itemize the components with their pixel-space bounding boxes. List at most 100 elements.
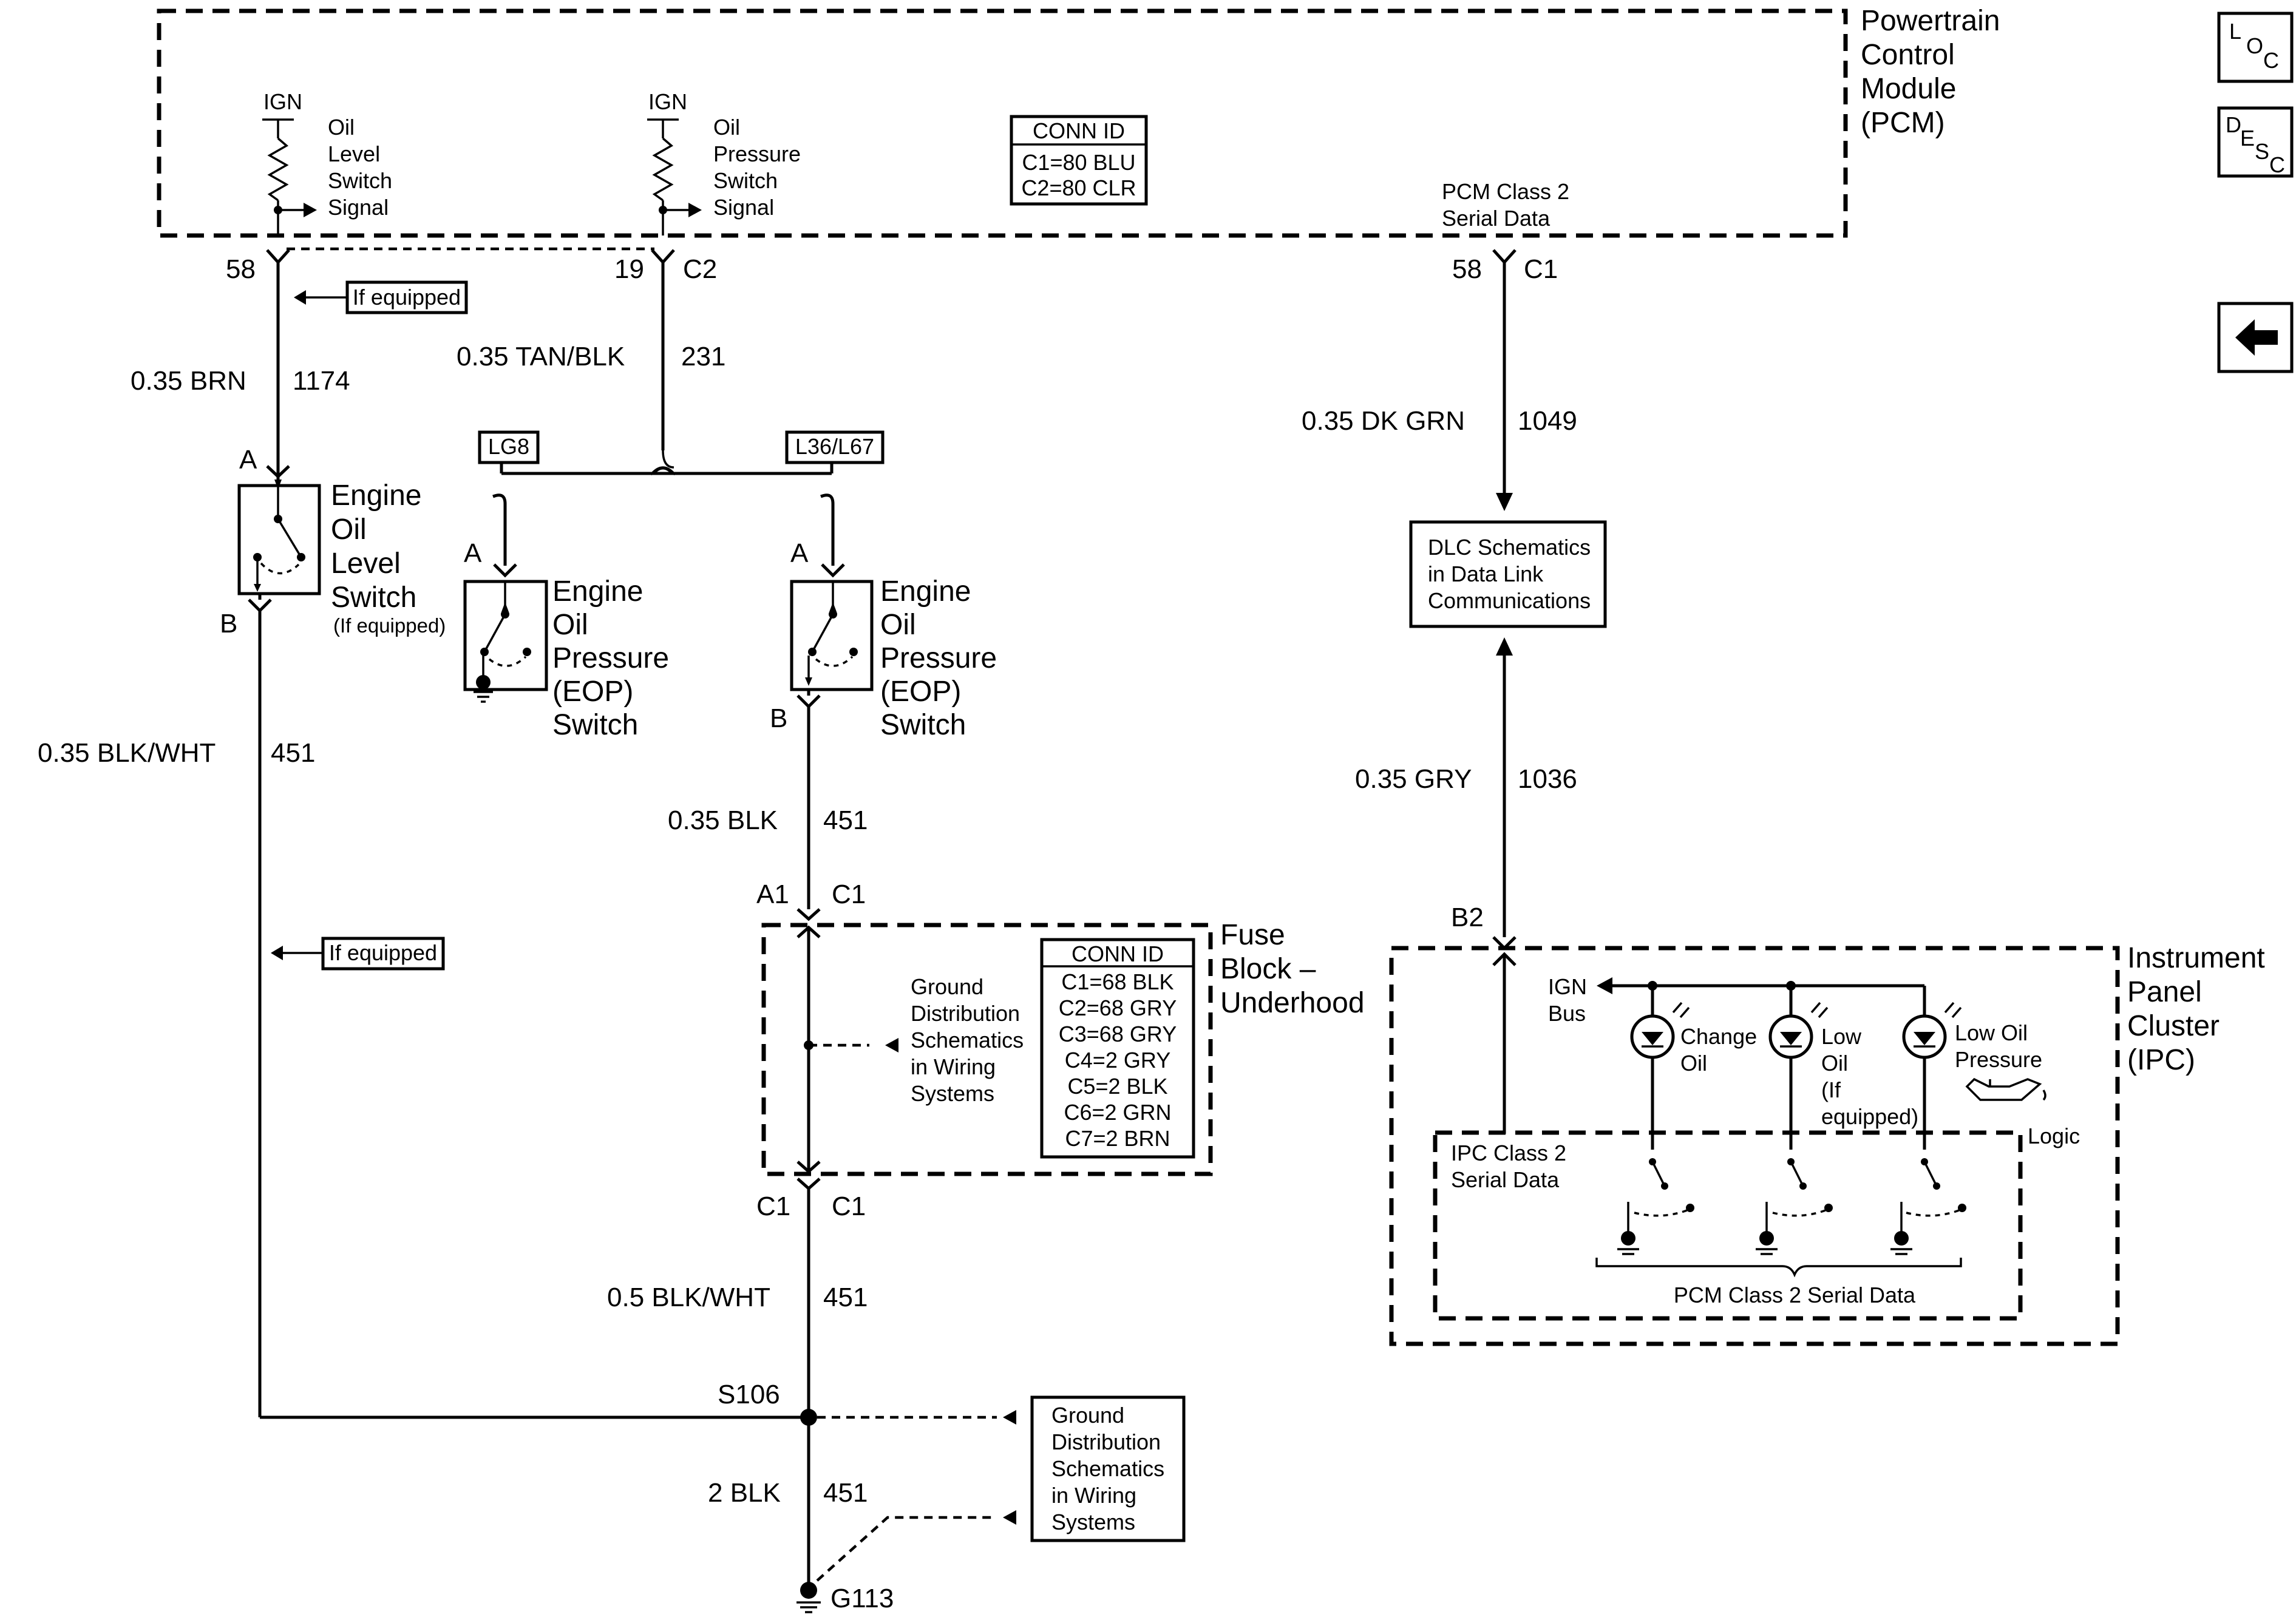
ipc-module: Instrument Panel Cluster (IPC) IGN Bus C… bbox=[1389, 942, 2265, 1346]
eop-switch-l36 bbox=[790, 580, 874, 691]
desc-s: S bbox=[2255, 139, 2269, 164]
if-equipped-tag-2 bbox=[321, 937, 445, 971]
splice-ground-ref-3: Schematics bbox=[1051, 1456, 1164, 1481]
wire-dkgrn-label: 0.35 DK GRN bbox=[1302, 406, 1465, 436]
ipc-title-1: Instrument bbox=[2127, 942, 2265, 974]
back-arrow-icon bbox=[2235, 319, 2278, 356]
fb-ground-ref-3: Schematics bbox=[911, 1028, 1024, 1053]
class2-circuit: 58 C1 0.35 DK GRN 1049 DLC Schematics in… bbox=[1302, 249, 1607, 951]
oil-can-icon bbox=[1965, 1077, 2046, 1101]
eols-note: (If equipped) bbox=[333, 614, 446, 637]
fb-conn-row-6: C6=2 GRN bbox=[1064, 1100, 1171, 1125]
ipc-title-4: (IPC) bbox=[2127, 1044, 2195, 1076]
ground-name: G113 bbox=[830, 1584, 894, 1613]
pcm-conn-id-box bbox=[1010, 115, 1148, 206]
wire-mid-blk-label: 0.35 BLK bbox=[668, 805, 778, 835]
wire-tanblk-label: 0.35 TAN/BLK bbox=[457, 342, 625, 371]
wire-gry-circuit: 1036 bbox=[1518, 764, 1577, 794]
pcm-title-3: Module bbox=[1861, 73, 1956, 105]
eop1-title-5: Switch bbox=[552, 709, 638, 741]
pcm-title-2: Control bbox=[1861, 39, 1955, 71]
pin-58-right: 58 bbox=[1452, 254, 1482, 284]
pin-19: 19 bbox=[614, 254, 644, 284]
eop1-pin-a: A bbox=[464, 538, 482, 568]
lamp-low-oil-pressure-2: Pressure bbox=[1955, 1047, 2042, 1072]
if-equipped-label-2: If equipped bbox=[329, 940, 437, 965]
pcm-class2-bottom: PCM Class 2 Serial Data bbox=[1674, 1283, 1916, 1307]
eols-title-4: Switch bbox=[331, 581, 416, 614]
wire-mid-blk-circuit: 451 bbox=[823, 805, 868, 835]
back-arrow-button[interactable] bbox=[2217, 302, 2294, 373]
pcm-class2-2: Serial Data bbox=[1442, 206, 1550, 231]
fb-pin-a1: A1 bbox=[756, 880, 789, 909]
wire-left-blkwht-label: 0.35 BLK/WHT bbox=[38, 738, 216, 768]
pcm-class2-1: PCM Class 2 bbox=[1442, 179, 1569, 204]
oil-pressure-circuit: 19 C2 0.35 TAN/BLK 231 LG8 L36/L67 A Eng… bbox=[457, 249, 997, 909]
ipc-title-3: Cluster bbox=[2127, 1010, 2220, 1042]
oil-level-signal-4: Signal bbox=[328, 195, 389, 220]
splice-ground-ref-1: Ground bbox=[1051, 1403, 1124, 1428]
ign-bus-1: IGN bbox=[1548, 974, 1587, 999]
wire-brn-label: 0.35 BRN bbox=[131, 366, 246, 396]
oil-level-signal-2: Level bbox=[328, 141, 380, 166]
ipc-class2-2: Serial Data bbox=[1451, 1167, 1560, 1192]
oil-pressure-signal-2: Pressure bbox=[713, 141, 801, 166]
fb-conn-row-7: C7=2 BRN bbox=[1065, 1126, 1170, 1151]
eols-pin-b: B bbox=[220, 609, 237, 639]
ipc-pin-b2: B2 bbox=[1451, 903, 1484, 932]
desc-c: C bbox=[2269, 152, 2285, 177]
fb-conn-row-4: C4=2 GRY bbox=[1065, 1048, 1170, 1073]
lamp-low-oil-2: Oil bbox=[1821, 1051, 1848, 1076]
wire-dkgrn-circuit: 1049 bbox=[1518, 406, 1577, 436]
fb-ground-ref-2: Distribution bbox=[911, 1001, 1020, 1026]
eols-title-2: Oil bbox=[331, 514, 367, 546]
eop2-title-3: Pressure bbox=[880, 642, 997, 674]
eols-title-1: Engine bbox=[331, 480, 421, 512]
eop2-title-2: Oil bbox=[880, 609, 916, 641]
eop2-title-4: (EOP) bbox=[880, 676, 961, 708]
fb-ground-ref-5: Systems bbox=[911, 1081, 994, 1106]
wire-ground-label: 2 BLK bbox=[708, 1478, 781, 1508]
fb-pin-c1-bl: C1 bbox=[756, 1192, 790, 1221]
lamp-change-oil-1: Change bbox=[1680, 1024, 1757, 1049]
desc-e: E bbox=[2240, 126, 2255, 151]
l36-label: L36/L67 bbox=[795, 434, 874, 459]
pin-58-left: 58 bbox=[226, 254, 256, 284]
ipc-class2-1: IPC Class 2 bbox=[1451, 1141, 1566, 1165]
wire-ground-circuit: 451 bbox=[823, 1478, 868, 1508]
fb-conn-row-3: C3=68 GRY bbox=[1059, 1022, 1177, 1046]
lamp-low-oil-3: (If bbox=[1821, 1077, 1841, 1102]
splice-s106: S106 Ground Distribution Schematics in W… bbox=[708, 1380, 1186, 1582]
desc-d: D bbox=[2226, 112, 2241, 137]
eop2-pin-a: A bbox=[790, 538, 809, 568]
dlc-line-1: DLC Schematics bbox=[1428, 535, 1591, 560]
wire-brn-circuit: 1174 bbox=[293, 366, 350, 396]
loc-o: O bbox=[2246, 33, 2263, 58]
fb-conn-row-1: C1=68 BLK bbox=[1061, 969, 1173, 994]
lg8-tag bbox=[478, 430, 540, 464]
conn-c1-right: C1 bbox=[1524, 254, 1558, 284]
fb-ground-ref-4: in Wiring bbox=[911, 1054, 996, 1079]
ground-g113: G113 bbox=[796, 1582, 894, 1613]
eop2-title-5: Switch bbox=[880, 709, 966, 741]
pcm-conn-id-header: CONN ID bbox=[1033, 118, 1125, 143]
eop1-title-3: Pressure bbox=[552, 642, 669, 674]
ign-label-2: IGN bbox=[648, 89, 687, 114]
if-equipped-tag-1 bbox=[345, 280, 468, 314]
ipc-title-2: Panel bbox=[2127, 976, 2202, 1008]
ipc-logic-block: Logic IPC Class 2 Serial Data bbox=[1433, 1124, 2080, 1321]
fb-conn-row-5: C5=2 BLK bbox=[1067, 1074, 1167, 1099]
loc-button[interactable]: L O C bbox=[2217, 12, 2294, 83]
ign-bus-2: Bus bbox=[1548, 1001, 1586, 1026]
oil-level-signal-1: Oil bbox=[328, 115, 355, 140]
eop2-title-1: Engine bbox=[880, 575, 971, 608]
dlc-reference-box bbox=[1409, 520, 1607, 628]
pcm-conn-id-row-1: C1=80 BLU bbox=[1022, 150, 1135, 175]
fb-title-1: Fuse bbox=[1220, 919, 1285, 951]
oil-level-circuit: 58 If equipped 0.35 BRN 1174 A Engine Oi… bbox=[38, 249, 807, 1419]
desc-button[interactable]: D E S C bbox=[2217, 106, 2294, 178]
lg8-label: LG8 bbox=[488, 434, 529, 459]
fb-ground-ref-1: Ground bbox=[911, 974, 983, 999]
eop1-title-4: (EOP) bbox=[552, 676, 633, 708]
